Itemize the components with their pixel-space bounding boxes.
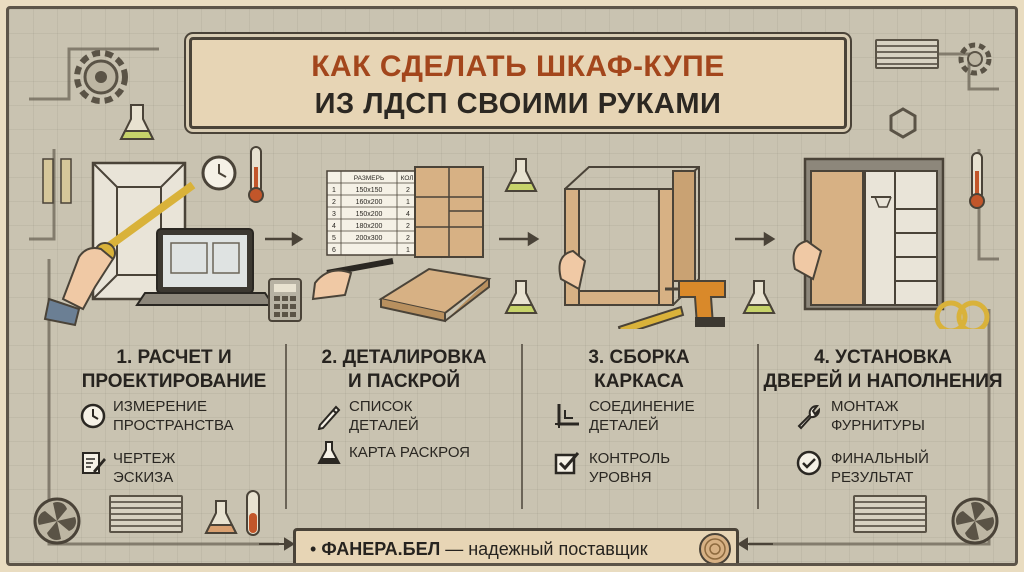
- vent-grille: [109, 495, 183, 533]
- flask-icon: [504, 158, 538, 192]
- pen-icon: [317, 405, 341, 430]
- cut-table-cell: 2: [406, 187, 410, 194]
- cut-table-cell: 3: [332, 211, 336, 218]
- footer-tagline: — надежный поставщик: [440, 539, 648, 559]
- cut-list-table: РАЗМЕРЬ КОЛ. 1 150x150 2 2 160x200 1 3 150x200 4 4 1…: [326, 170, 420, 256]
- step-divider: [757, 344, 759, 509]
- flask-icon: [742, 280, 776, 314]
- pencil-sheet-icon: [82, 452, 106, 474]
- ruler-icon: [42, 158, 72, 204]
- check-circle-icon: [796, 450, 822, 476]
- step-3-heading: 3. СБОРКА КАРКАСА: [539, 346, 739, 394]
- cut-table-header: КОЛ.: [401, 175, 416, 182]
- level-icon: [617, 305, 685, 329]
- step-divider: [285, 344, 287, 509]
- step-4-heading-line-1: 4. УСТАНОВКА: [814, 347, 952, 368]
- title-line-1: КАК СДЕЛАТЬ ШКАФ-КУПЕ: [311, 50, 725, 83]
- step-4-heading: 4. УСТАНОВКА ДВЕРЕЙ И НАПОЛНЕНИЯ: [763, 346, 1003, 394]
- gear-icon: [74, 50, 128, 104]
- title-panel: КАК СДЕЛАТЬ ШКАФ-КУПЕ ИЗ ЛДСП СВОИМИ РУК…: [189, 37, 847, 129]
- drill-icon: [665, 280, 726, 327]
- hand-icon: [558, 249, 587, 291]
- decorative-background: [29, 42, 999, 551]
- flask-icon: [204, 500, 238, 534]
- gear-icon: [958, 42, 992, 76]
- cut-table-cell: 180x200: [356, 223, 383, 230]
- cut-table-cell: 5: [332, 235, 336, 242]
- step-4-heading-line-2: ДВЕРЕЙ И НАПОЛНЕНИЯ: [763, 371, 1003, 392]
- step-illustrations: РАЗМЕРЬ КОЛ. 1 150x150 2 2 160x200 1 3 150x200 4 4 1…: [43, 155, 990, 329]
- flow-arrows: [265, 231, 776, 247]
- cut-table-cell: 200x300: [356, 235, 383, 242]
- cabinet-frame-icon: [564, 166, 700, 306]
- step-2-heading-line-1: 2. ДЕТАЛИРОВКА: [321, 347, 487, 368]
- hand-icon: [43, 247, 115, 327]
- step-1-heading-line-1: 1. РАСЧЕТ И: [116, 347, 232, 368]
- flask-icon: [119, 104, 155, 140]
- clock-icon: [201, 155, 237, 191]
- cut-table-cell: 4: [332, 223, 336, 230]
- cut-table-cell: 1: [406, 199, 410, 206]
- step-2-heading: 2. ДЕТАЛИРОВКА И ПАСКРОЙ: [299, 346, 509, 394]
- step-4-item-1: МОНТАЖ ФУРНИТУРЫ: [831, 398, 925, 434]
- cut-table-cell: 160x200: [356, 199, 383, 206]
- footer-banner: • ФАНЕРА.БЕЛ — надежный поставщик: [293, 528, 739, 563]
- step-2-heading-line-2: И ПАСКРОЙ: [347, 371, 460, 392]
- thermometer-icon: [969, 152, 985, 209]
- pencil-icon: [311, 258, 394, 301]
- cut-table-cell: 6: [332, 247, 336, 254]
- step-2-item-1: СПИСОК ДЕТАЛЕЙ: [349, 398, 419, 434]
- cut-table-background: [326, 170, 420, 256]
- step-3-heading-line-2: КАРКАСА: [594, 371, 684, 392]
- cut-table-cell: 4: [406, 211, 410, 218]
- cut-table-cell: 2: [406, 223, 410, 230]
- test-tube-icon: [246, 490, 260, 536]
- fan-icon: [951, 497, 999, 545]
- wardrobe-icon: [803, 157, 945, 311]
- footer-brand: ФАНЕРА.БЕЛ: [321, 539, 441, 559]
- hexagon-icon: [889, 107, 917, 139]
- clock-icon: [80, 403, 106, 429]
- wood-log-icon: [699, 533, 731, 563]
- corner-joint-icon: [555, 404, 579, 428]
- step-3-item-1: СОЕДИНЕНИЕ ДЕТАЛЕЙ: [589, 398, 695, 434]
- calculator-icon: [268, 278, 302, 322]
- checkbox-icon: [554, 452, 580, 475]
- rings-icon: [934, 300, 990, 329]
- cut-table-cell: 2: [406, 235, 410, 242]
- cut-table-cell: 1: [332, 187, 336, 194]
- step-1-item-2: ЧЕРТЕЖ ЭСКИЗА: [113, 450, 176, 486]
- cut-table-cell: 150x200: [356, 211, 383, 218]
- cut-table-cell: 150x150: [356, 187, 383, 194]
- step-2-item-2: КАРТА РАСКРОЯ: [349, 444, 471, 461]
- cut-table-cell: 2: [332, 199, 336, 206]
- step-1-item-1: ИЗМЕРЕНИЕ ПРОСТРАНСТВА: [113, 398, 234, 434]
- step-1-heading-line-2: ПРОЕКТИРОВАНИЕ: [81, 371, 267, 392]
- infographic-frame: КАК СДЕЛАТЬ ШКАФ-КУПЕ ИЗ ЛДСП СВОИМИ РУК…: [6, 6, 1018, 566]
- title-line-2: ИЗ ЛДСП СВОИМИ РУКАМИ: [314, 88, 722, 120]
- vent-grille: [853, 495, 927, 533]
- flask-icon: [504, 280, 538, 314]
- cut-table-cell: 1: [406, 247, 410, 254]
- step-3-heading-line-1: 3. СБОРКА: [588, 347, 690, 368]
- fan-icon: [33, 497, 81, 545]
- step-4-item-2: ФИНАЛЬНЫЙ РЕЗУЛЬТАТ: [831, 450, 929, 486]
- laptop-icon: [135, 228, 275, 306]
- wrench-icon: [797, 405, 821, 430]
- thermometer-icon: [248, 146, 264, 203]
- flask-icon: [317, 441, 341, 464]
- step-1-heading: 1. РАСЧЕТ И ПРОЕКТИРОВАНИЕ: [69, 346, 279, 394]
- cut-map-icon: [414, 166, 484, 258]
- step-divider: [521, 344, 523, 509]
- board-stack-icon: [378, 267, 492, 323]
- hand-icon: [792, 239, 823, 281]
- step-3-item-2: КОНТРОЛЬ УРОВНЯ: [589, 450, 671, 486]
- cut-table-header: РАЗМЕРЬ: [354, 175, 384, 182]
- vent-grille: [875, 39, 939, 69]
- footer-text: • ФАНЕРА.БЕЛ — надежный поставщик: [310, 539, 648, 559]
